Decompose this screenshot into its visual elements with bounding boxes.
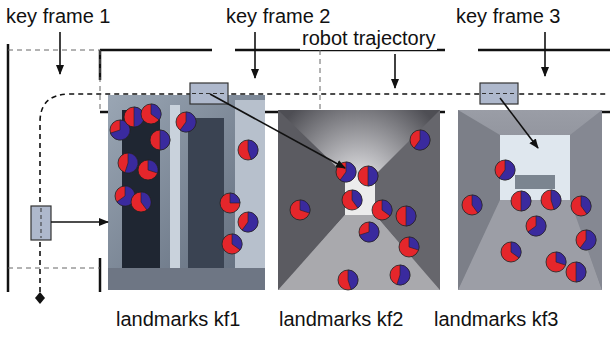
landmark-sector xyxy=(151,104,161,120)
landmark-sector xyxy=(521,191,531,211)
landmark-pie xyxy=(222,234,242,254)
landmark-sector xyxy=(414,130,430,150)
key-frame-label: key frame 3 xyxy=(456,5,560,28)
landmark-sector xyxy=(160,130,170,150)
robot-trajectory xyxy=(40,94,606,292)
landmark-pie xyxy=(141,104,161,124)
landmark-sector xyxy=(340,162,356,182)
landmark-pie xyxy=(150,130,170,150)
landmark-sector xyxy=(352,190,362,208)
landmark-pie xyxy=(118,153,138,173)
landmark-sector xyxy=(409,237,419,250)
landmark-sector xyxy=(125,153,138,173)
landmark-sector xyxy=(397,265,410,285)
landmark-pie xyxy=(495,160,515,180)
camera-image-1 xyxy=(108,95,265,290)
landmark-sector xyxy=(581,196,591,214)
landmark-pie xyxy=(566,262,586,282)
image-caption: landmarks kf3 xyxy=(434,308,559,331)
landmark-pie xyxy=(396,206,416,226)
trajectory-label: robot trajectory xyxy=(300,27,437,50)
key-frame-label: key frame 2 xyxy=(226,5,330,28)
landmark-pie xyxy=(358,166,378,186)
landmark-sector xyxy=(141,192,151,210)
landmark-sector xyxy=(511,242,521,258)
pointer-arrows xyxy=(51,32,545,222)
landmark-pie xyxy=(176,112,196,132)
landmark-pie xyxy=(338,270,358,290)
landmark-sector xyxy=(230,193,240,203)
landmark-sector xyxy=(499,160,515,180)
robot-axes xyxy=(41,94,516,239)
landmark-sector xyxy=(551,190,561,210)
image-caption: landmarks kf2 xyxy=(279,308,404,331)
camera-image-2 xyxy=(278,110,440,290)
landmark-sector xyxy=(300,200,310,213)
landmark-sector xyxy=(556,252,566,265)
landmark-sector xyxy=(348,270,358,290)
landmark-pie xyxy=(501,242,521,262)
key-frame-label: key frame 1 xyxy=(6,5,110,28)
landmark-pie xyxy=(131,192,151,212)
landmark-pie xyxy=(571,196,591,216)
landmark-pie xyxy=(576,230,596,250)
landmark-sector xyxy=(232,234,242,250)
landmark-sector xyxy=(242,212,258,232)
landmarks xyxy=(110,104,596,290)
landmark-pie xyxy=(511,191,531,211)
landmark-sector xyxy=(472,195,482,213)
landmark-pie xyxy=(526,216,546,236)
landmark-sector xyxy=(248,140,258,160)
landmark-pie xyxy=(290,200,310,220)
landmark-sector xyxy=(580,230,596,250)
landmark-pie xyxy=(124,107,144,127)
landmark-pie xyxy=(238,140,258,160)
landmark-sector xyxy=(382,200,392,216)
landmark-pie xyxy=(342,190,362,210)
landmark-sector xyxy=(359,222,379,242)
landmark-sector xyxy=(148,160,158,173)
landmark-pie xyxy=(238,212,258,232)
landmark-pie xyxy=(399,237,419,257)
landmark-pie xyxy=(546,252,566,272)
landmark-sector xyxy=(528,216,546,236)
landmark-pie xyxy=(462,195,482,215)
image-caption: landmarks kf1 xyxy=(116,308,241,331)
landmark-sector xyxy=(576,262,586,282)
landmark-pie xyxy=(410,130,430,150)
landmark-pie xyxy=(372,200,392,220)
landmark-pie xyxy=(220,193,240,213)
landmark-sector xyxy=(368,166,378,186)
landmark-pie xyxy=(359,222,379,242)
landmark-sector xyxy=(406,206,416,226)
landmark-pie xyxy=(390,265,410,285)
landmark-pie xyxy=(541,190,561,210)
start-diamond xyxy=(35,292,45,304)
landmark-pie xyxy=(138,160,158,180)
robots xyxy=(31,83,518,240)
walls xyxy=(8,44,610,292)
landmark-sector xyxy=(180,112,196,132)
